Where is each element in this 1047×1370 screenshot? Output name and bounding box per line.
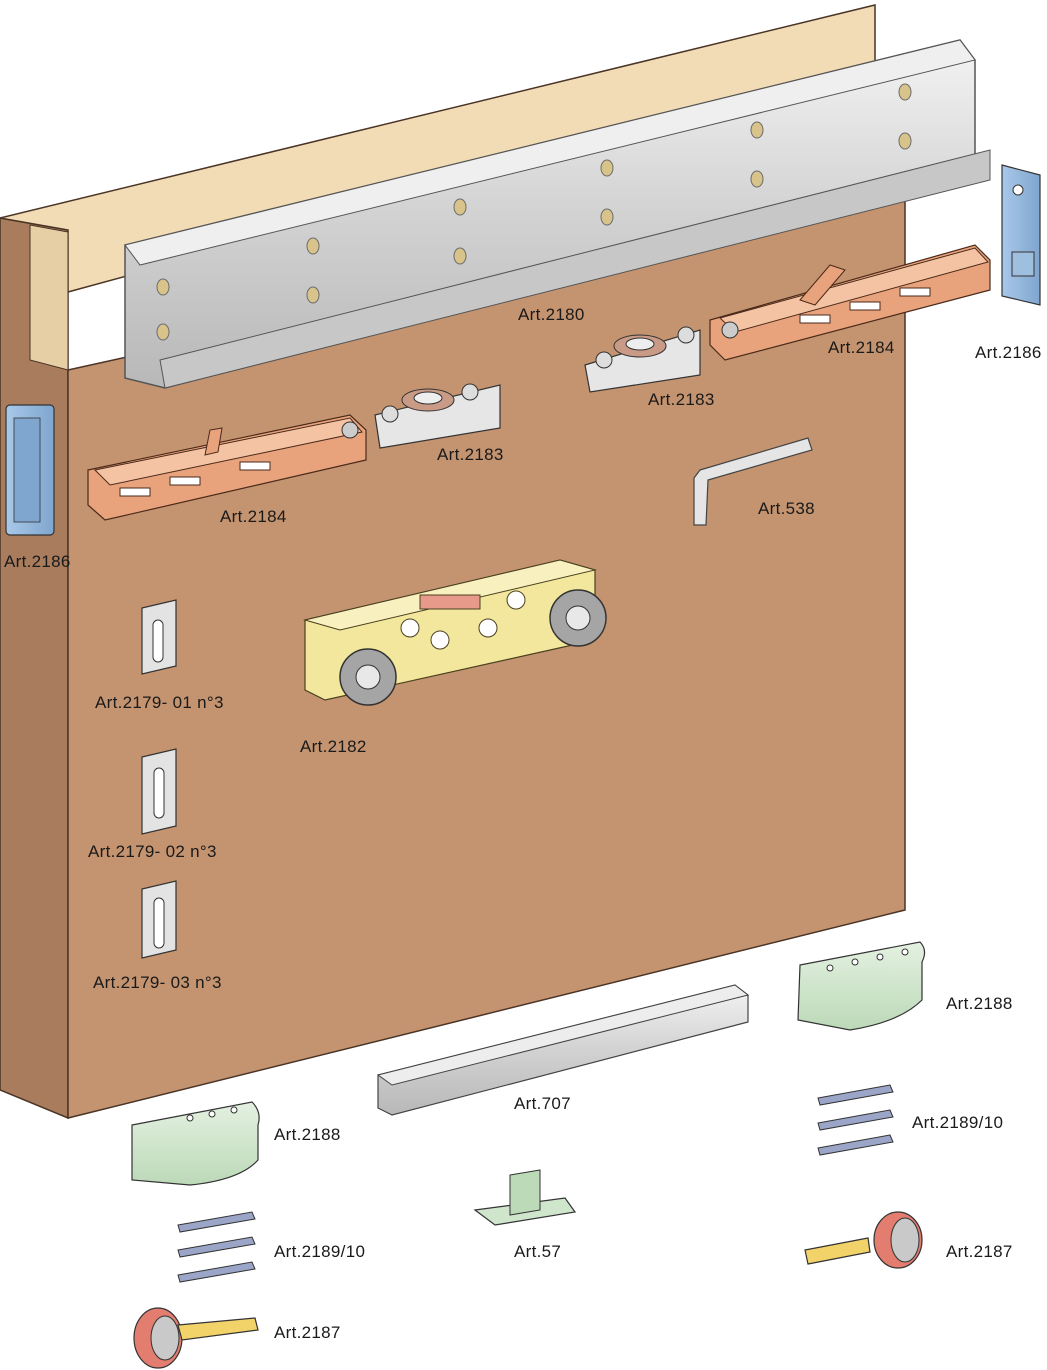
label-shims-left: Art.2189/10 — [274, 1242, 366, 1261]
floor-guide — [473, 1169, 577, 1226]
end-stop-right — [1001, 164, 1041, 306]
cover-right — [797, 941, 926, 1031]
label-bracket-3: Art.2179- 03 n°3 — [93, 973, 222, 992]
label-damper-left: Art.2184 — [220, 507, 287, 526]
label-rail-top: Art.2180 — [518, 305, 585, 324]
end-stop-left — [5, 404, 55, 536]
wheel-right — [804, 1211, 923, 1269]
label-end-stop-right: Art.2186 — [975, 343, 1042, 362]
wheel-left — [133, 1307, 259, 1369]
bracket-1 — [141, 599, 177, 675]
bracket-2 — [141, 748, 177, 835]
trolley-right — [584, 326, 701, 393]
label-cover-left: Art.2188 — [274, 1125, 341, 1144]
shims-right — [817, 1084, 894, 1156]
label-wheel-left: Art.2187 — [274, 1323, 341, 1342]
label-cover-right: Art.2188 — [946, 994, 1013, 1013]
label-bottom-rail: Art.707 — [514, 1094, 571, 1113]
damper-left — [87, 414, 367, 521]
label-floor-guide: Art.57 — [514, 1242, 562, 1261]
label-damper-right: Art.2184 — [828, 338, 895, 357]
carriage — [303, 559, 607, 706]
label-carriage: Art.2182 — [300, 737, 367, 756]
label-bracket-2: Art.2179- 02 n°3 — [88, 842, 217, 861]
trolley-left — [374, 383, 501, 449]
label-allen-key: Art.538 — [758, 499, 815, 518]
bottom-rail — [376, 984, 750, 1116]
label-bracket-1: Art.2179- 01 n°3 — [95, 693, 224, 712]
label-trolley-right: Art.2183 — [648, 390, 715, 409]
bracket-3 — [141, 880, 177, 959]
damper-right — [709, 244, 991, 361]
cover-left — [131, 1101, 260, 1186]
label-trolley-left: Art.2183 — [437, 445, 504, 464]
label-wheel-right: Art.2187 — [946, 1242, 1013, 1261]
top-rail — [124, 39, 991, 389]
label-end-stop-left: Art.2186 — [4, 552, 71, 571]
allen-key — [693, 437, 813, 526]
label-shims-right: Art.2189/10 — [912, 1113, 1004, 1132]
shims-left — [177, 1211, 256, 1283]
